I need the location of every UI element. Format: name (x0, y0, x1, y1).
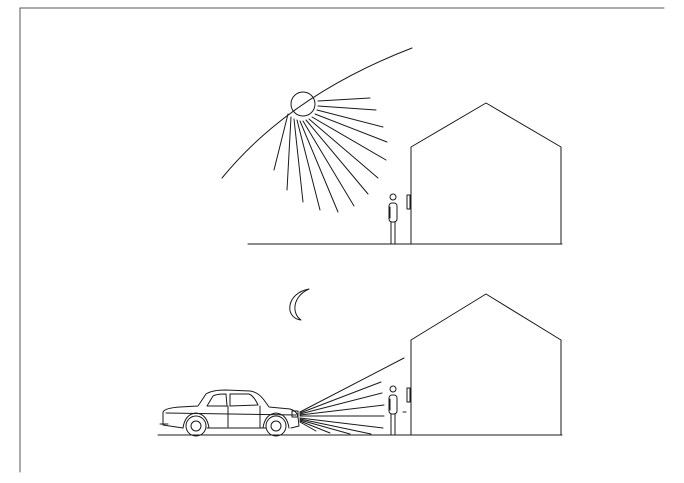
headlight-beams (300, 358, 404, 434)
day-scene (222, 48, 562, 244)
moon-icon (290, 289, 309, 320)
person-icon (389, 386, 397, 435)
page-frame (20, 8, 664, 472)
house-icon (405, 103, 561, 244)
house-icon (403, 294, 561, 435)
night-scene (158, 289, 562, 436)
sun-rays (274, 98, 387, 212)
person-icon (389, 194, 397, 244)
car-icon (160, 390, 299, 436)
